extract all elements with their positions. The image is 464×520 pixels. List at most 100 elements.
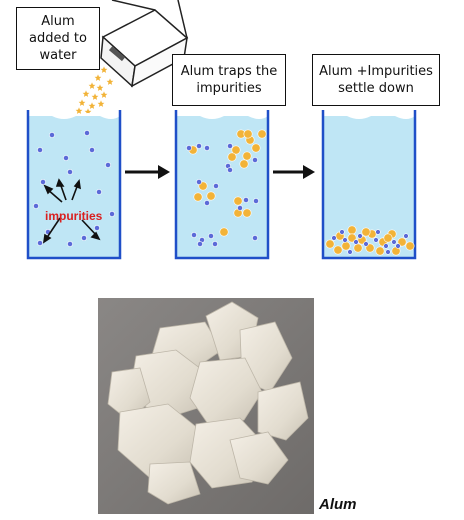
impurity-particle xyxy=(208,233,214,239)
impurity-particle xyxy=(37,240,43,246)
alum-star xyxy=(106,78,114,85)
alum-particle xyxy=(243,129,253,139)
impurity-particle xyxy=(253,198,259,204)
alum-photo xyxy=(98,298,314,514)
impurity-particle xyxy=(385,249,391,255)
alum-star xyxy=(75,107,83,114)
impurity-particle xyxy=(395,243,401,249)
alum-star xyxy=(84,108,92,115)
impurity-particle xyxy=(204,145,210,151)
impurity-particle xyxy=(67,241,73,247)
impurity-particle xyxy=(197,241,203,247)
alum-particle xyxy=(227,152,237,162)
impurity-particle xyxy=(227,143,233,149)
step-3-label-box: Alum +Impurities settle down xyxy=(312,54,440,106)
step-1-label-box: Alum added to water xyxy=(16,7,100,70)
alum-star xyxy=(94,74,102,81)
alum-particle xyxy=(242,208,252,218)
alum-particle xyxy=(341,241,351,251)
impurity-particle xyxy=(109,211,115,217)
impurity-particle xyxy=(96,189,102,195)
impurity-motion-arrows xyxy=(42,178,101,244)
impurity-particle xyxy=(49,132,55,138)
impurity-particle xyxy=(81,235,87,241)
beaker-1-water xyxy=(28,116,120,258)
step-2-label-line-1: Alum traps the xyxy=(180,64,278,79)
impurity-particle xyxy=(331,235,337,241)
alum-star xyxy=(88,82,96,89)
alum-particle xyxy=(233,196,243,206)
alum-particle xyxy=(361,227,371,237)
alum-star xyxy=(96,84,104,91)
alum-particle xyxy=(375,246,385,256)
impurity-particle xyxy=(204,200,210,206)
alum-particle xyxy=(405,241,415,251)
step-2-label-box: Alum traps the impurities xyxy=(172,54,286,106)
alum-particle xyxy=(325,239,335,249)
impurity-particle xyxy=(391,239,397,245)
impurity-particle xyxy=(63,155,69,161)
impurity-particle xyxy=(363,241,369,247)
alum-particle xyxy=(383,233,393,243)
impurity-particle xyxy=(94,225,100,231)
alum-particle xyxy=(347,225,357,235)
alum-particle xyxy=(193,192,203,202)
impurity-particle xyxy=(186,145,192,151)
beaker-1-impurities xyxy=(33,130,115,247)
impurity-particle xyxy=(252,157,258,163)
impurity-particle xyxy=(243,197,249,203)
alum-particle xyxy=(242,151,252,161)
alum-star xyxy=(78,99,86,106)
impurity-particle xyxy=(342,237,348,243)
impurity-particle xyxy=(212,241,218,247)
alum-particle xyxy=(333,245,343,255)
impurity-particle xyxy=(237,205,243,211)
impurity-particle xyxy=(196,179,202,185)
impurity-particle xyxy=(84,130,90,136)
beaker-2 xyxy=(174,110,270,260)
process-arrow-1 xyxy=(125,165,170,179)
impurity-particle xyxy=(339,229,345,235)
alum-star xyxy=(100,91,108,98)
impurity-particle xyxy=(375,229,381,235)
alum-particle xyxy=(251,143,261,153)
beaker-2-particles xyxy=(186,129,267,247)
beaker-3 xyxy=(321,110,417,260)
falling-alum-particles xyxy=(75,66,114,115)
impurity-particle xyxy=(347,249,353,255)
impurity-particle xyxy=(227,167,233,173)
impurity-particle xyxy=(37,147,43,153)
impurity-particle xyxy=(252,235,258,241)
beaker-1: impurities xyxy=(26,110,122,260)
impurity-particle xyxy=(403,233,409,239)
impurity-particle xyxy=(105,162,111,168)
alum-star xyxy=(82,90,90,97)
impurity-particle xyxy=(353,239,359,245)
alum-particle xyxy=(257,129,267,139)
impurity-particle xyxy=(357,233,363,239)
beaker-3-sediment xyxy=(325,225,415,256)
alum-star xyxy=(97,100,105,107)
impurities-label: impurities xyxy=(45,209,103,223)
step-3-label-line-1: Alum +Impurities xyxy=(319,64,433,79)
impurity-particle xyxy=(373,237,379,243)
impurity-particle xyxy=(40,179,46,185)
alum-particle xyxy=(206,191,216,201)
alum-particle xyxy=(219,227,229,237)
alum-star xyxy=(88,102,96,109)
alum-particle xyxy=(239,159,249,169)
impurity-particle xyxy=(33,203,39,209)
impurity-particle xyxy=(213,183,219,189)
alum-star xyxy=(91,93,99,100)
step-3-label-line-2: settle down xyxy=(338,81,414,96)
step-1-label-line-2: added to xyxy=(29,31,87,46)
step-2-label-line-2: impurities xyxy=(196,81,262,96)
process-arrow-2 xyxy=(273,165,315,179)
impurity-particle xyxy=(67,169,73,175)
step-1-label-line-1: Alum xyxy=(41,14,75,29)
alum-particle xyxy=(353,243,363,253)
photo-caption: Alum xyxy=(319,496,357,513)
impurity-particle xyxy=(196,143,202,149)
impurity-particle xyxy=(89,147,95,153)
